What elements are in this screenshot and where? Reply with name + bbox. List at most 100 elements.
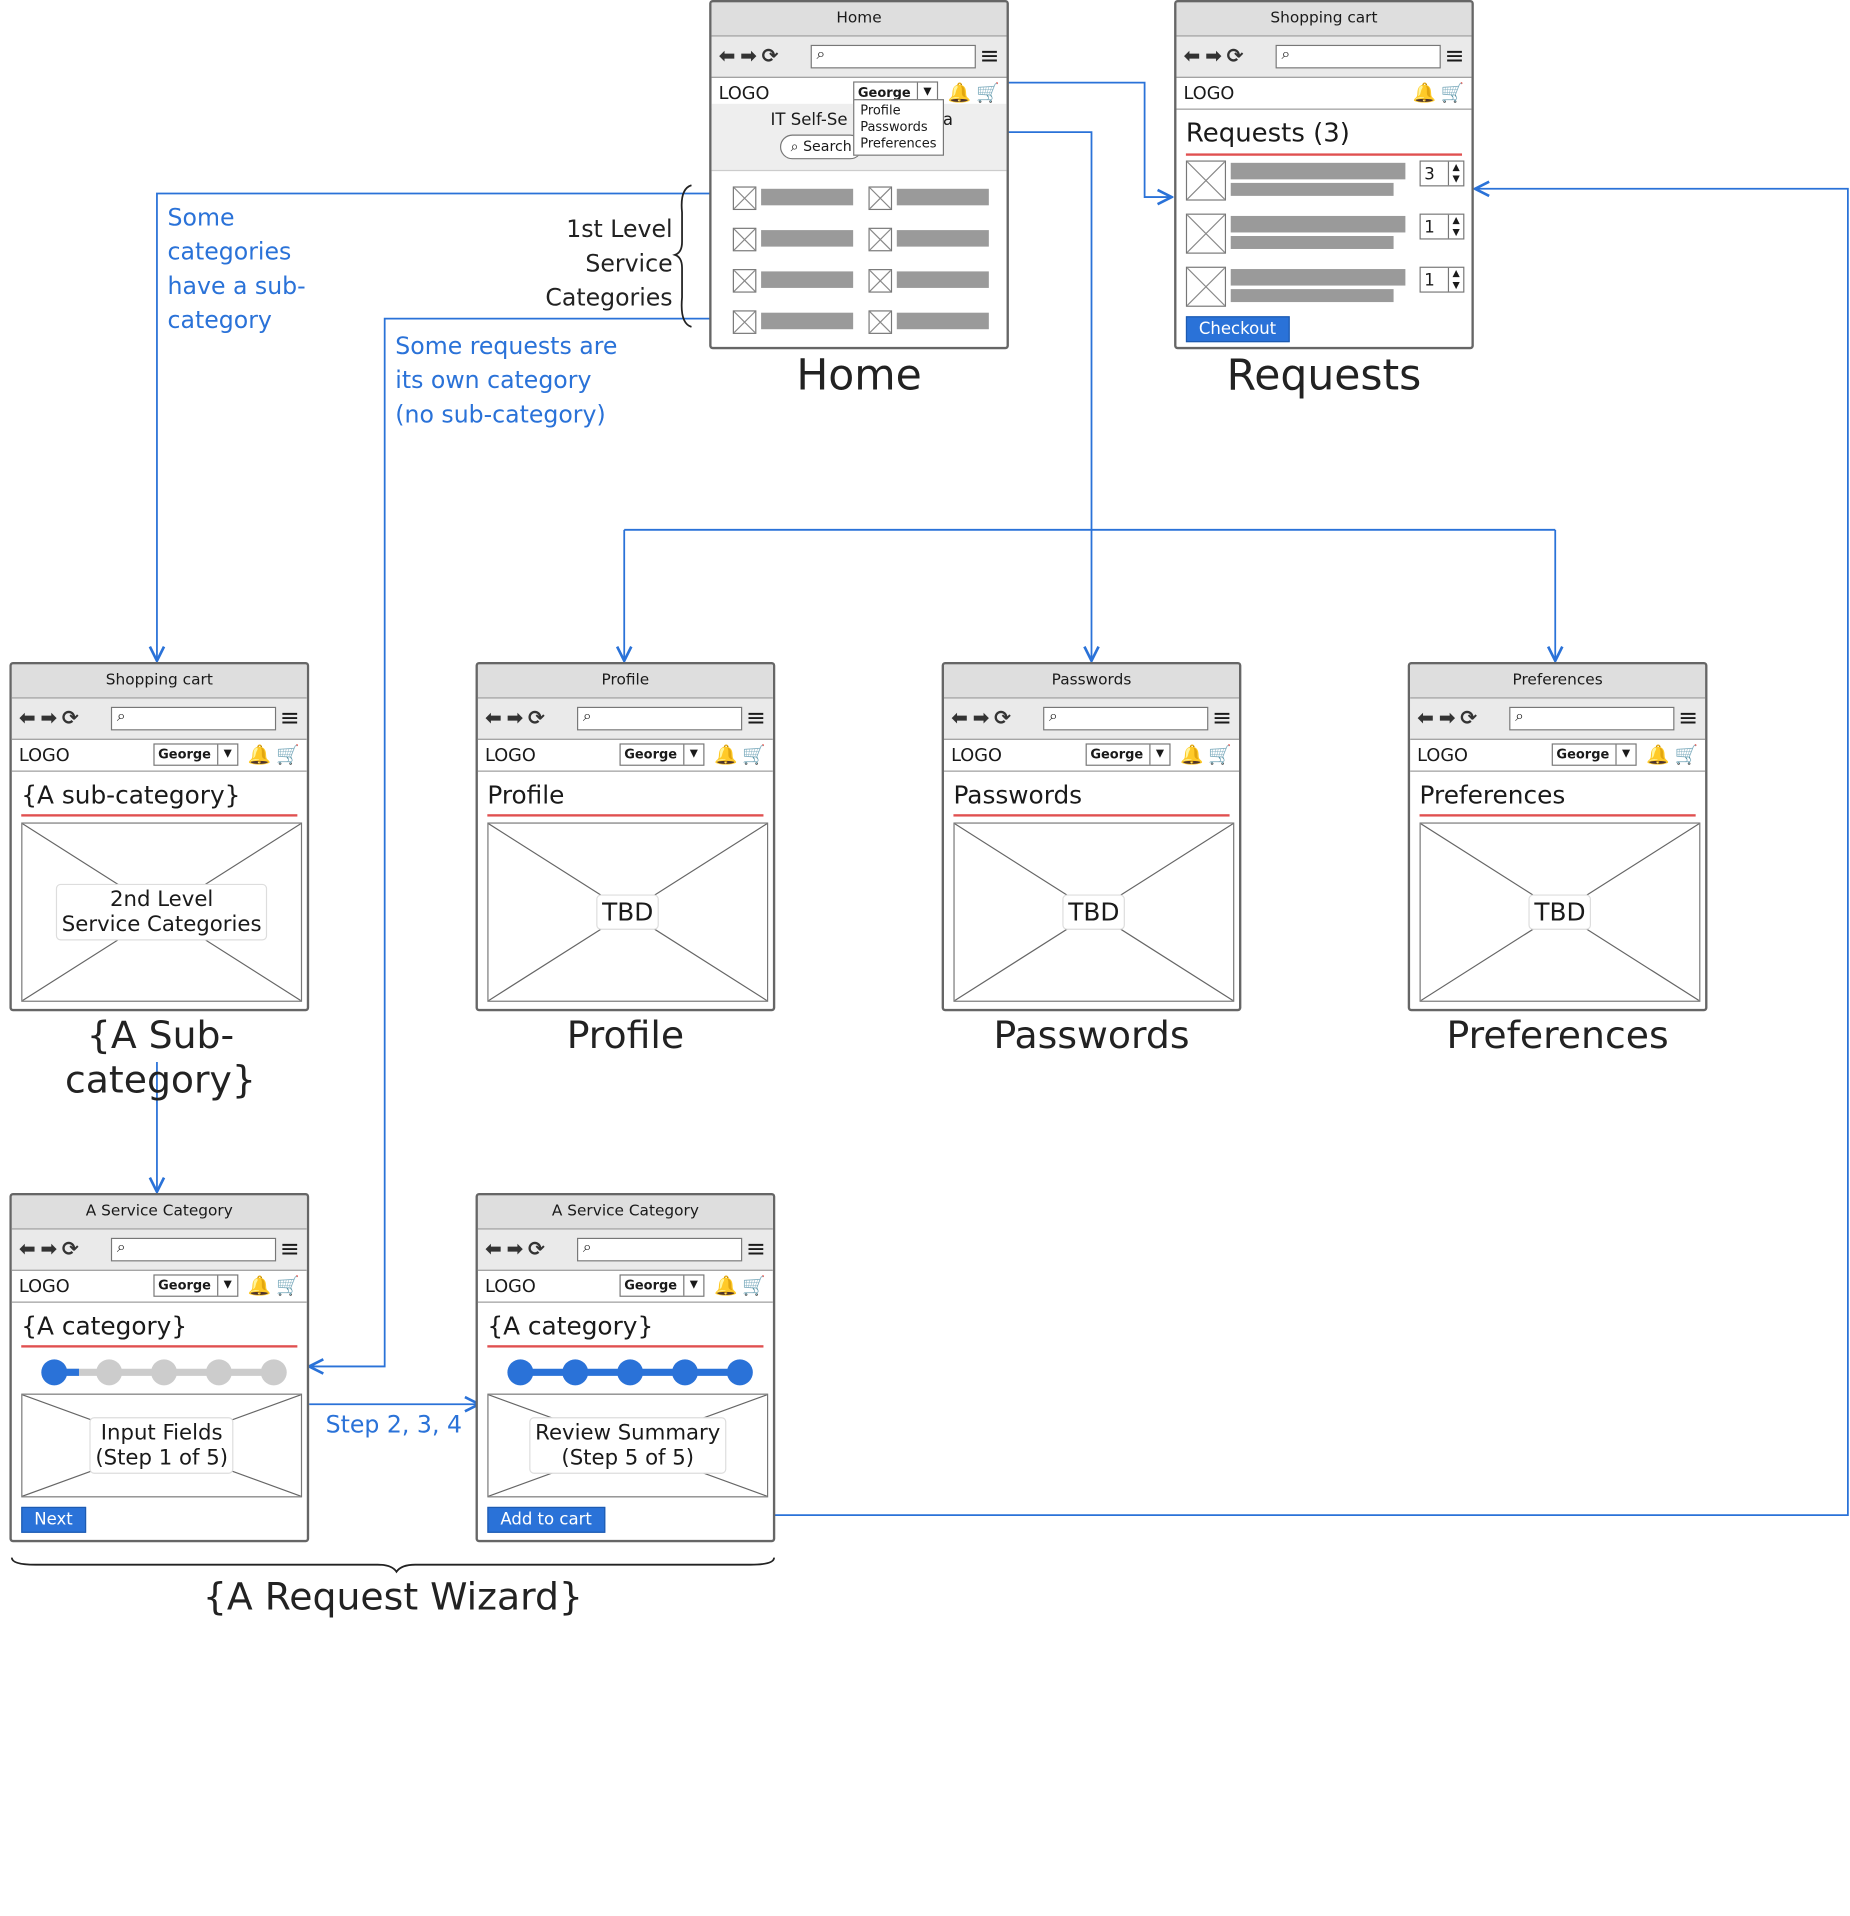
menu-icon[interactable]: ≡ bbox=[1444, 41, 1465, 70]
category-image[interactable] bbox=[868, 186, 893, 211]
cart-icon[interactable]: 🛒 bbox=[742, 1274, 766, 1297]
logo: LOGO bbox=[484, 744, 536, 766]
menu-icon[interactable]: ≡ bbox=[746, 1234, 766, 1263]
logo: LOGO bbox=[951, 744, 1002, 766]
address-bar[interactable]: ⌕ bbox=[577, 1237, 743, 1262]
address-bar[interactable]: ⌕ bbox=[1275, 44, 1441, 69]
user-select[interactable]: George▼ bbox=[1551, 743, 1637, 766]
note-steps: Step 2, 3, 4 bbox=[325, 1410, 462, 1439]
user-select[interactable]: George▼ bbox=[619, 743, 705, 766]
category-label-bar[interactable] bbox=[761, 271, 854, 288]
menu-item-preferences[interactable]: Preferences bbox=[860, 135, 937, 152]
menu-item-profile[interactable]: Profile bbox=[860, 102, 901, 118]
cart-icon[interactable]: 🛒 bbox=[1674, 743, 1699, 766]
category-label-bar[interactable] bbox=[761, 230, 854, 247]
caption-profile: Profile bbox=[566, 1012, 685, 1058]
quantity-stepper[interactable]: 1▲▼ bbox=[1419, 213, 1465, 240]
bell-icon[interactable]: 🔔 bbox=[713, 1274, 738, 1297]
nav-arrows-icon[interactable]: ⬅➡⟳ bbox=[1417, 706, 1482, 731]
stepper-arrows-icon[interactable]: ▲▼ bbox=[1447, 161, 1463, 186]
stepper-arrows-icon[interactable]: ▲▼ bbox=[1447, 214, 1463, 239]
category-label-bar[interactable] bbox=[896, 188, 989, 206]
nav-arrows-icon[interactable]: ⬅➡⟳ bbox=[484, 1237, 550, 1262]
category-label-bar[interactable] bbox=[896, 230, 989, 247]
connector-lines bbox=[10, 81, 1849, 1574]
browser-toolbar: ⬅➡⟳ ⌕ ≡ bbox=[943, 698, 1239, 740]
cart-icon[interactable]: 🛒 bbox=[1440, 81, 1465, 104]
bell-icon[interactable]: 🔔 bbox=[247, 743, 272, 766]
placeholder-label: TBD bbox=[1528, 894, 1592, 930]
category-image[interactable] bbox=[868, 269, 893, 293]
cart-icon[interactable]: 🛒 bbox=[975, 81, 1000, 104]
caption-preferences: Preferences bbox=[1446, 1012, 1669, 1058]
placeholder-label: Review Summary (Step 5 of 5) bbox=[529, 1417, 727, 1474]
nav-arrows-icon[interactable]: ⬅➡⟳ bbox=[1183, 44, 1249, 69]
category-label-bar[interactable] bbox=[896, 312, 989, 330]
menu-icon[interactable]: ≡ bbox=[279, 703, 300, 732]
window-title: Passwords bbox=[943, 664, 1239, 699]
wizard-brace bbox=[10, 1557, 775, 1574]
bell-icon[interactable]: 🔔 bbox=[947, 81, 972, 104]
category-label-bar[interactable] bbox=[896, 271, 989, 288]
category-label-bar[interactable] bbox=[761, 312, 854, 330]
bell-icon[interactable]: 🔔 bbox=[247, 1274, 272, 1297]
stepper-arrows-icon[interactable]: ▲▼ bbox=[1447, 267, 1463, 292]
address-bar[interactable]: ⌕ bbox=[110, 706, 277, 731]
nav-arrows-icon[interactable]: ⬅➡⟳ bbox=[484, 706, 550, 731]
nav-arrows-icon[interactable]: ⬅➡⟳ bbox=[718, 44, 784, 69]
category-label-bar[interactable] bbox=[761, 188, 854, 206]
category-image[interactable] bbox=[732, 269, 757, 293]
search-icon: ⌕ bbox=[1049, 707, 1058, 726]
menu-icon[interactable]: ≡ bbox=[1678, 703, 1699, 732]
address-bar[interactable]: ⌕ bbox=[110, 1237, 277, 1262]
bell-icon[interactable]: 🔔 bbox=[1646, 743, 1670, 766]
category-image[interactable] bbox=[732, 227, 757, 252]
menu-icon[interactable]: ≡ bbox=[979, 41, 1000, 70]
browser-toolbar: ⬅➡⟳ ⌕ ≡ bbox=[11, 698, 307, 740]
search-label: Search bbox=[803, 138, 852, 155]
address-bar[interactable]: ⌕ bbox=[577, 706, 743, 731]
cart-icon[interactable]: 🛒 bbox=[276, 743, 300, 766]
address-bar[interactable]: ⌕ bbox=[1043, 706, 1209, 731]
category-image[interactable] bbox=[732, 186, 757, 211]
checkout-button[interactable]: Checkout bbox=[1185, 316, 1290, 343]
quantity-stepper[interactable]: 3▲▼ bbox=[1419, 160, 1465, 187]
menu-icon[interactable]: ≡ bbox=[746, 703, 766, 732]
chevron-down-icon: ▼ bbox=[217, 744, 237, 765]
cart-icon[interactable]: 🛒 bbox=[276, 1274, 300, 1297]
search-input[interactable]: ⌕ Search bbox=[779, 134, 863, 160]
menu-icon[interactable]: ≡ bbox=[1212, 703, 1232, 732]
nav-arrows-icon[interactable]: ⬅➡⟳ bbox=[18, 1237, 84, 1262]
add-to-cart-button[interactable]: Add to cart bbox=[487, 1506, 605, 1533]
menu-item-passwords[interactable]: Passwords bbox=[860, 119, 928, 135]
user-select[interactable]: George▼ bbox=[619, 1274, 705, 1297]
chevron-down-icon: ▼ bbox=[1149, 744, 1169, 765]
app-header: LOGO George▼ 🔔 🛒 bbox=[943, 740, 1239, 772]
category-image[interactable] bbox=[868, 310, 893, 334]
category-image[interactable] bbox=[868, 227, 893, 252]
category-image[interactable] bbox=[732, 310, 757, 334]
bell-icon[interactable]: 🔔 bbox=[1412, 81, 1437, 104]
page-title: {A category} bbox=[487, 1312, 764, 1348]
menu-icon[interactable]: ≡ bbox=[279, 1234, 300, 1263]
next-button[interactable]: Next bbox=[21, 1506, 86, 1533]
cart-icon[interactable]: 🛒 bbox=[742, 743, 766, 766]
user-select[interactable]: George▼ bbox=[153, 743, 239, 766]
progress-step-dot bbox=[41, 1359, 68, 1386]
user-dropdown-menu: Profile Passwords Preferences bbox=[853, 99, 944, 156]
nav-arrows-icon[interactable]: ⬅➡⟳ bbox=[951, 706, 1016, 731]
quantity-stepper[interactable]: 1▲▼ bbox=[1419, 266, 1465, 293]
caption-passwords: Passwords bbox=[993, 1012, 1190, 1058]
user-select[interactable]: George▼ bbox=[153, 1274, 239, 1297]
bell-icon[interactable]: 🔔 bbox=[1180, 743, 1204, 766]
chevron-down-icon: ▼ bbox=[1615, 744, 1635, 765]
user-select[interactable]: George▼ bbox=[1085, 743, 1171, 766]
cart-icon[interactable]: 🛒 bbox=[1208, 743, 1232, 766]
link-category-to-subcategory bbox=[157, 192, 740, 661]
bell-icon[interactable]: 🔔 bbox=[713, 743, 738, 766]
nav-arrows-icon[interactable]: ⬅➡⟳ bbox=[18, 706, 84, 731]
address-bar[interactable]: ⌕ bbox=[1509, 706, 1675, 731]
item-image bbox=[1185, 213, 1227, 254]
chevron-down-icon: ▼ bbox=[683, 1275, 703, 1296]
address-bar[interactable]: ⌕ bbox=[810, 44, 976, 69]
